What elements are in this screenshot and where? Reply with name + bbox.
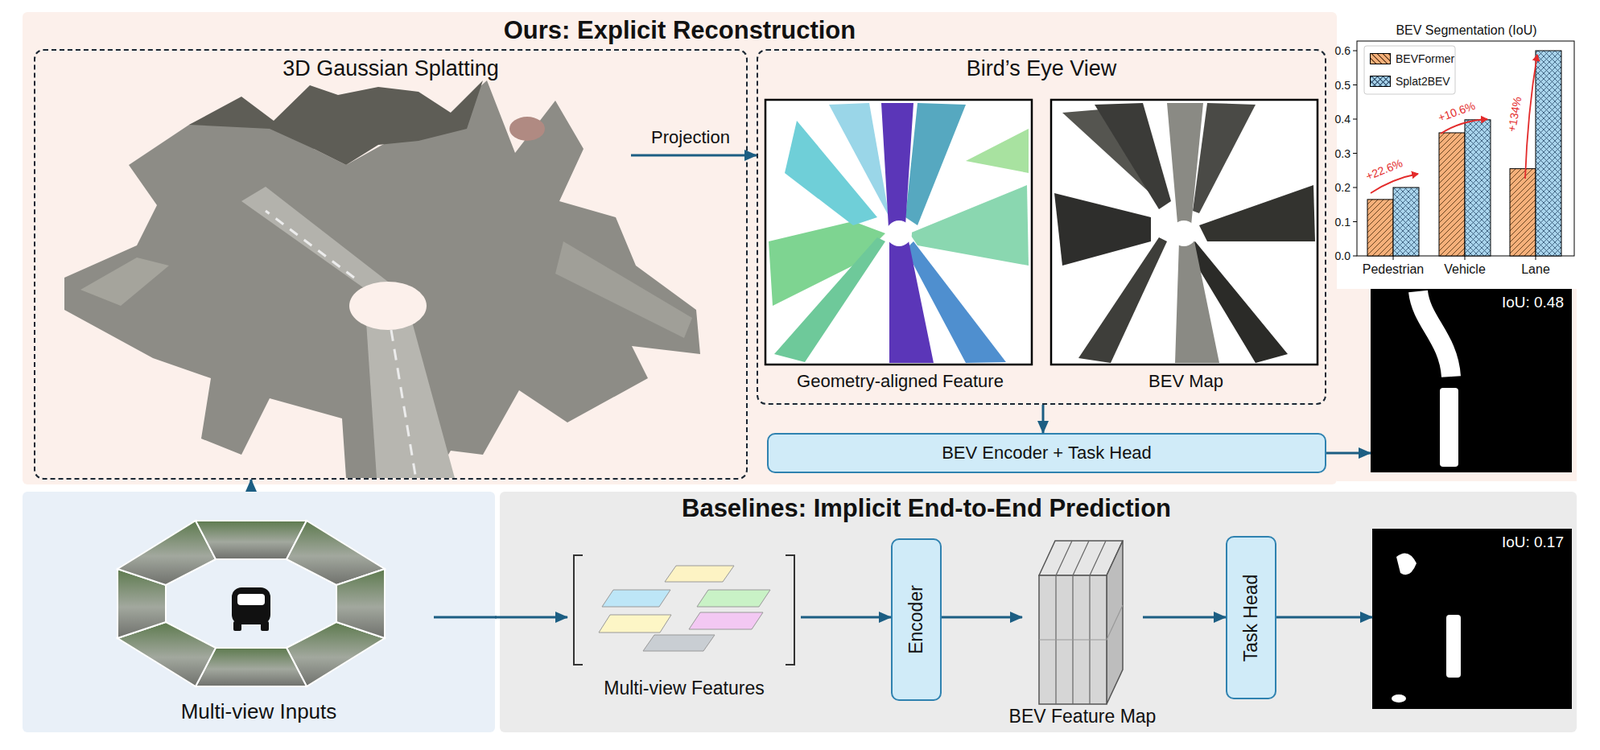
image-panel: Geometry-aligned Feature (766, 100, 1035, 396)
edge-label: Projection (651, 127, 730, 149)
bar-group (1367, 50, 1562, 256)
chart-label: +10.6% (1436, 98, 1478, 125)
dashed-group: Bird’s Eye ViewGeometry-aligned FeatureB… (756, 49, 1327, 405)
node-label: Baselines: Implicit End-to-End Predictio… (681, 493, 1172, 524)
chart-label: Lane (1521, 261, 1551, 277)
chart-label: 0.0 (1335, 249, 1351, 264)
node-label: Multi-view Features (559, 677, 809, 701)
legend-text: BEVFormer (1395, 52, 1455, 66)
chart-label: BEV Segmentation (IoU) (1395, 22, 1537, 38)
chart-bar (1393, 187, 1419, 256)
bar-hatch (1439, 132, 1465, 256)
section-band: Ours: Explicit Reconstruction 3D Gaussian… (22, 12, 1337, 485)
bar-hatch (1367, 199, 1394, 256)
chart-label: +22.6% (1364, 156, 1406, 184)
chart-label: +134% (1505, 95, 1525, 133)
node-label: Bird’s Eye View (758, 55, 1325, 82)
node-label: Multi-view Inputs (22, 699, 495, 725)
band-extension (1336, 288, 1577, 482)
node-label: Task Head (1240, 573, 1263, 662)
legend-swatch (1369, 53, 1391, 65)
gain-arrow (1525, 54, 1538, 179)
node-label: Geometry-aligned Feature (750, 371, 1051, 392)
node-label: IoU: 0.48 (1501, 293, 1564, 313)
chart-bar (1509, 169, 1536, 256)
bar-hatch (1464, 119, 1491, 256)
node-label: 3D Gaussian Splatting (35, 55, 747, 82)
chart-bar (1439, 132, 1465, 256)
bar-hatch (1509, 169, 1536, 256)
node-label: BEV Map (1035, 371, 1337, 392)
section-band: Baselines: Implicit End-to-End Predictio… (499, 491, 1577, 733)
input-panel: Multi-view Inputs (22, 491, 495, 733)
process-box: Task Head (1225, 536, 1277, 700)
image-panel: BEV Map (1051, 100, 1320, 396)
chart-frame (1356, 41, 1575, 256)
chart-label: 0.6 (1335, 44, 1351, 58)
node-label: BEV Feature Map (1006, 705, 1159, 729)
legend-text: Splat2BEV (1395, 74, 1451, 88)
bar-hatch (1535, 50, 1562, 256)
output-mask: IoU: 0.17 (1372, 528, 1572, 710)
process-box: BEV Encoder + Task Head (767, 432, 1327, 474)
node-label: Encoder (905, 585, 928, 655)
chart-bar (1367, 199, 1394, 256)
process-box: Encoder (890, 538, 942, 702)
legend-swatch (1369, 75, 1391, 87)
chart-bar (1464, 119, 1491, 256)
dashed-group: 3D Gaussian Splatting (33, 49, 748, 480)
chart-label: 0.3 (1335, 146, 1351, 161)
chart-label: Vehicle (1443, 261, 1486, 277)
chart-label: 0.1 (1335, 214, 1351, 229)
bar-hatch (1393, 187, 1419, 256)
feature-map: BEV Feature Map (1022, 537, 1143, 730)
chart-bar (1535, 50, 1562, 256)
legend-frame (1364, 45, 1456, 95)
chart-label: 0.5 (1335, 78, 1351, 92)
node-label: Ours: Explicit Reconstruction (22, 15, 1337, 46)
node-label: IoU: 0.17 (1501, 533, 1564, 553)
feature-group: Multi-view Features (567, 550, 801, 701)
axis-ticks (1352, 50, 1536, 260)
chart-label: 0.4 (1335, 112, 1351, 127)
node-label: BEV Encoder + Task Head (768, 442, 1325, 464)
chart-label: Pedestrian (1362, 261, 1425, 277)
output-mask: IoU: 0.48 (1370, 288, 1572, 473)
chart-label: 0.2 (1335, 181, 1351, 195)
